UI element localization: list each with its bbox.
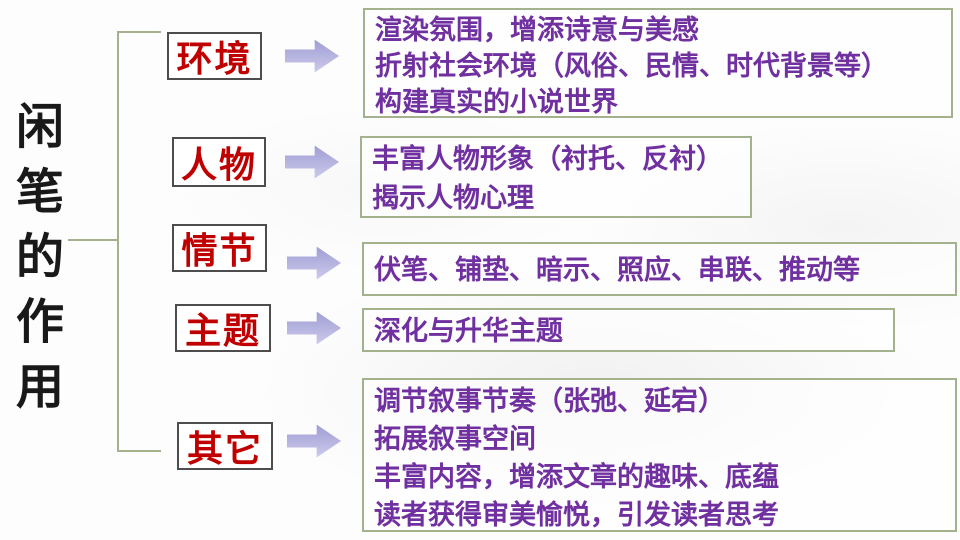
content-line: 丰富内容，增添文章的趣味、底蕴 xyxy=(374,462,779,492)
branch-label-environment: 环境 xyxy=(167,32,262,80)
right-arrow-icon xyxy=(287,246,341,280)
branch-label-text: 其它 xyxy=(186,429,263,469)
branch-content-other: 调节叙事节奏（张弛、延宕） 拓展叙事空间 丰富内容，增添文章的趣味、底蕴 读者获… xyxy=(362,378,957,532)
right-arrow-icon xyxy=(285,145,339,179)
title-char: 笔 xyxy=(15,166,64,219)
content-line: 折射社会环境（风俗、民情、时代背景等） xyxy=(375,51,888,81)
content-line: 读者获得审美愉悦，引发读者思考 xyxy=(374,500,779,530)
bracket-top-stub xyxy=(117,31,161,33)
branch-content-character: 丰富人物形象（衬托、反衬） 揭示人物心理 xyxy=(360,136,752,218)
branch-label-text: 主题 xyxy=(184,311,261,351)
branch-content-theme: 深化与升华主题 xyxy=(362,308,895,352)
right-arrow-icon xyxy=(285,39,339,73)
branch-content-plot: 伏笔、铺垫、暗示、照应、串联、推动等 xyxy=(362,242,957,296)
bracket-vertical-line xyxy=(117,31,119,452)
branch-content-environment: 渲染氛围，增添诗意与美感 折射社会环境（风俗、民情、时代背景等） 构建真实的小说… xyxy=(363,8,953,118)
content-line: 构建真实的小说世界 xyxy=(375,87,618,117)
content-line: 深化与升华主题 xyxy=(374,316,563,346)
title-char: 用 xyxy=(15,361,64,414)
right-arrow-icon xyxy=(287,311,341,345)
title-char: 作 xyxy=(15,296,64,349)
branch-label-theme: 主题 xyxy=(175,304,271,352)
branch-label-character: 人物 xyxy=(172,137,266,187)
content-line: 伏笔、铺垫、暗示、照应、串联、推动等 xyxy=(374,255,860,285)
page-title: 闲 笔 的 作 用 xyxy=(10,104,70,412)
content-line: 调节叙事节奏（张弛、延宕） xyxy=(374,386,725,416)
bracket-bottom-stub xyxy=(117,450,161,452)
branch-label-text: 人物 xyxy=(180,145,257,185)
content-line: 丰富人物形象（衬托、反衬） xyxy=(372,144,723,174)
content-line: 拓展叙事空间 xyxy=(374,424,536,454)
content-line: 揭示人物心理 xyxy=(372,183,534,213)
bracket-middle-stub xyxy=(68,239,117,241)
branch-label-other: 其它 xyxy=(177,422,273,470)
title-char: 的 xyxy=(15,231,64,284)
branch-label-text: 情节 xyxy=(181,231,258,271)
title-char: 闲 xyxy=(15,101,64,154)
content-line: 渲染氛围，增添诗意与美感 xyxy=(375,15,699,45)
branch-label-text: 环境 xyxy=(176,39,253,79)
branch-label-plot: 情节 xyxy=(172,224,267,272)
right-arrow-icon xyxy=(287,424,341,458)
